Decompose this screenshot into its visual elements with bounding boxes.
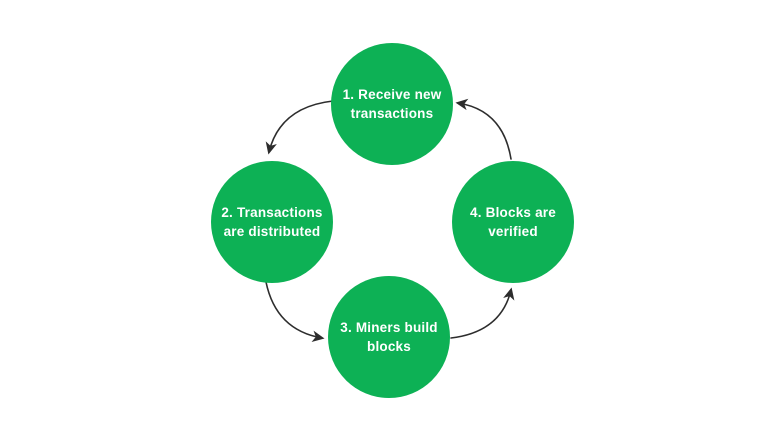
node-1-receive-new-transactions: 1. Receive new transactions xyxy=(331,43,453,165)
node-3-miners-build-blocks: 3. Miners build blocks xyxy=(328,276,450,398)
node-label-line: transactions xyxy=(350,106,434,121)
node-label-line: 4. Blocks are xyxy=(470,205,556,220)
node-label: 2. Transactions are distributed xyxy=(221,203,322,241)
node-label-line: 2. Transactions xyxy=(221,205,323,220)
arrow-4-to-1 xyxy=(455,98,512,160)
node-2-transactions-are-distributed: 2. Transactions are distributed xyxy=(211,161,333,283)
node-label-line: 1. Receive new xyxy=(342,87,442,102)
arrow-2-to-3 xyxy=(265,281,325,343)
node-label-line: are distributed xyxy=(223,224,321,239)
node-label: 3. Miners build blocks xyxy=(340,318,438,356)
arrow-1-to-2 xyxy=(265,100,334,155)
node-label: 4. Blocks are verified xyxy=(470,203,556,241)
node-label-line: 3. Miners build xyxy=(340,320,438,335)
node-4-blocks-are-verified: 4. Blocks are verified xyxy=(452,161,574,283)
node-label-line: blocks xyxy=(367,339,411,354)
arrow-3-to-4 xyxy=(450,287,515,339)
node-label: 1. Receive new transactions xyxy=(343,85,442,123)
node-label-line: verified xyxy=(488,224,538,239)
